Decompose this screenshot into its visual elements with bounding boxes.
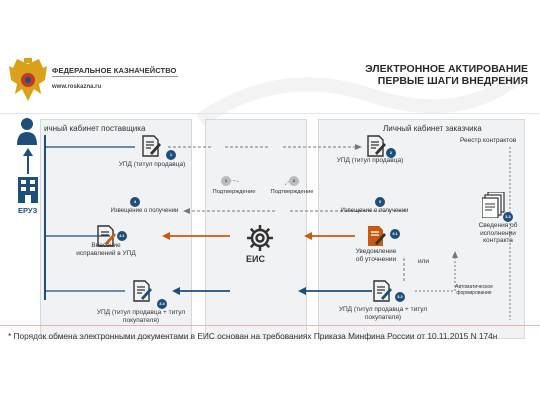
step-badge-2: 2 bbox=[386, 148, 396, 158]
title-line-2: ПЕРВЫЕ ШАГИ ВНЕДРЕНИЯ bbox=[377, 75, 528, 87]
confirm-badge-1: 1 bbox=[221, 176, 231, 186]
user-icon bbox=[17, 118, 37, 145]
eruz-label: ЕРУЗ bbox=[18, 206, 38, 215]
document-edit-icon bbox=[367, 135, 386, 157]
confirm-badge-2: 2 bbox=[289, 176, 299, 186]
org-name: ФЕДЕРАЛЬНОЕ КАЗНАЧЕЙСТВО bbox=[52, 66, 177, 75]
corrections-line-2: исправлений в УПД bbox=[76, 249, 136, 257]
registry-label: Реестр контрактов bbox=[460, 137, 517, 144]
auto-line-2: формирование bbox=[456, 290, 492, 296]
customer-cabinet-panel bbox=[318, 119, 525, 339]
background-watermark bbox=[196, 69, 525, 126]
or-label: или bbox=[418, 258, 430, 265]
footer-note: * Порядок обмена электронными документам… bbox=[8, 331, 498, 341]
header-divider bbox=[0, 113, 540, 114]
clarify-line-1: Уведомление bbox=[355, 248, 397, 255]
execution-line-1: Сведения об bbox=[478, 222, 518, 229]
clarify-line-2: об уточнении bbox=[355, 255, 397, 263]
supplier-upd-both-label: УПД (титул продавца + титул покупателя) bbox=[86, 309, 196, 324]
step-badge-4: 4 bbox=[130, 197, 140, 207]
customer-panel-title: Личный кабинет заказчика bbox=[383, 124, 482, 133]
eis-label: ЕИС bbox=[246, 254, 265, 264]
document-edit-icon bbox=[97, 225, 116, 247]
document-edit-icon bbox=[368, 226, 386, 246]
documents-stack-icon bbox=[482, 192, 505, 218]
execution-label: Сведения об исполнении контракта bbox=[468, 222, 528, 245]
supplier-notice-label: Извещение о получении bbox=[110, 208, 179, 214]
eagle-emblem-icon bbox=[9, 58, 47, 101]
document-edit-icon bbox=[373, 280, 392, 302]
corrections-label: Внесение исправлений в УПД bbox=[66, 242, 146, 257]
corrections-line-1: Внесение bbox=[91, 242, 121, 249]
gear-icon bbox=[247, 225, 273, 251]
customer-upd-both-label: УПД (титул продавца + титул покупателя) bbox=[328, 306, 438, 321]
document-edit-icon bbox=[142, 135, 161, 157]
eis-panel bbox=[205, 119, 307, 339]
supplier-panel-title: ичный кабинет поставщика bbox=[44, 124, 146, 133]
step-badge-3: 3 bbox=[375, 197, 385, 207]
page-title: ЭЛЕКТРОННОЕ АКТИРОВАНИЕ ПЕРВЫЕ ШАГИ ВНЕД… bbox=[365, 63, 528, 87]
document-edit-icon bbox=[133, 280, 152, 302]
supplier-upd-label: УПД (титул продавца) bbox=[118, 161, 186, 168]
step-badge-3-1: 3.1 bbox=[390, 229, 400, 239]
arrow-up-icon bbox=[23, 148, 33, 174]
step-badge-3-3: 3.3 bbox=[503, 212, 513, 222]
customer-upd-both-line-1: УПД (титул продавца + титул bbox=[338, 306, 428, 313]
footer-accent-line bbox=[0, 325, 540, 326]
customer-upd-both-line-2: покупателя) bbox=[364, 313, 402, 321]
step-badge-4-1: 4.1 bbox=[117, 231, 127, 241]
clarify-label: Уведомление об уточнении bbox=[346, 248, 406, 263]
auto-line-1: Автоматическое bbox=[455, 284, 493, 290]
title-line-1: ЭЛЕКТРОННОЕ АКТИРОВАНИЕ bbox=[365, 63, 528, 75]
customer-notice-label: Извещение о получении bbox=[340, 208, 409, 214]
step-badge-3-4: 3.4 bbox=[157, 299, 167, 309]
confirm-label-left: Подтверждение bbox=[212, 189, 256, 195]
step-badge-1: 1 bbox=[166, 150, 176, 160]
confirm-label-right: Подтверждение bbox=[270, 189, 314, 195]
customer-upd-label: УПД (титул продавца) bbox=[336, 157, 404, 164]
supplier-flow-line bbox=[44, 135, 46, 300]
step-badge-3-2: 3.2 bbox=[395, 292, 405, 302]
org-underline bbox=[52, 76, 178, 77]
supplier-upd-both-line-1: УПД (титул продавца + титул bbox=[96, 309, 186, 316]
supplier-upd-both-line-2: покупателя) bbox=[122, 316, 160, 324]
execution-line-2: исполнении bbox=[480, 229, 516, 237]
org-url[interactable]: www.roskazna.ru bbox=[52, 84, 102, 90]
execution-line-3: контракта bbox=[483, 237, 513, 244]
auto-label: Автоматическое формирование bbox=[444, 284, 504, 296]
building-icon bbox=[18, 177, 38, 203]
